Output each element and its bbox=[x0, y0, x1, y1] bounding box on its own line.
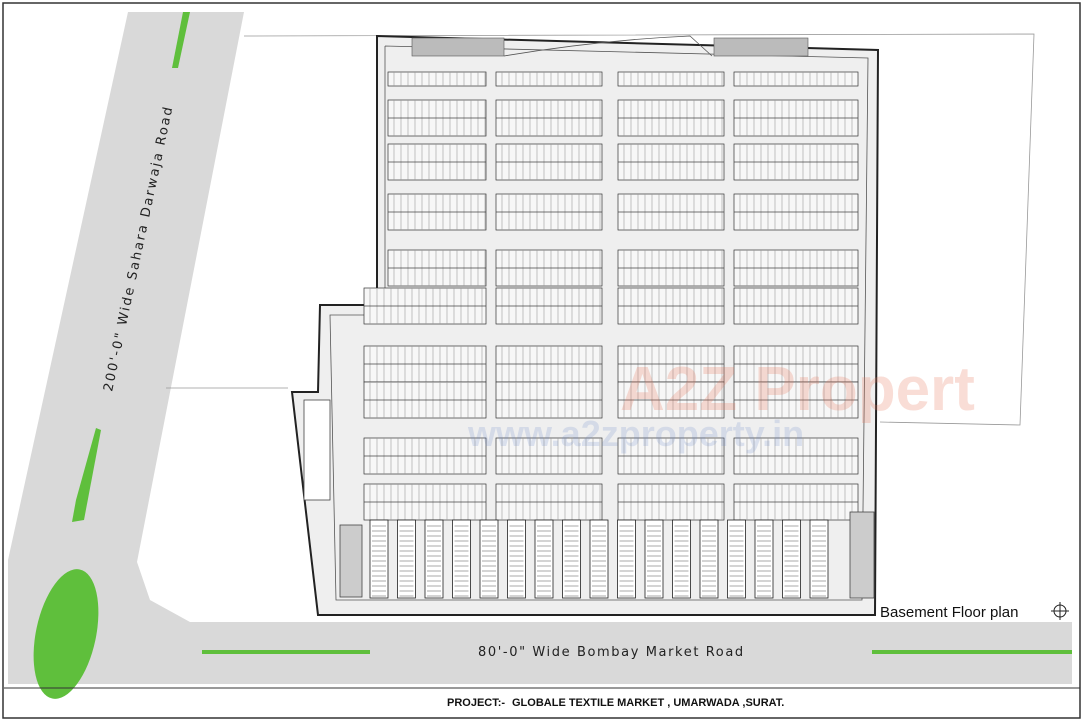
parking-bay bbox=[507, 519, 526, 599]
parking-bay bbox=[479, 519, 499, 599]
parking-bays bbox=[369, 519, 829, 599]
stall-block bbox=[495, 143, 603, 181]
stall-block bbox=[495, 345, 603, 383]
stall-block bbox=[617, 143, 725, 181]
stall-block bbox=[387, 99, 487, 137]
stall-block bbox=[495, 71, 603, 87]
stall-block bbox=[363, 483, 487, 521]
project-name: GLOBALE TEXTILE MARKET , UMARWADA ,SURAT… bbox=[512, 697, 784, 709]
project-prefix: PROJECT:- bbox=[447, 697, 505, 709]
stall-block bbox=[617, 193, 725, 231]
stall-block bbox=[733, 287, 859, 325]
road-median-left bbox=[202, 650, 370, 654]
road-median-right bbox=[872, 650, 1072, 654]
parking-bay bbox=[727, 519, 746, 599]
parking-bay bbox=[589, 519, 609, 599]
stall-block bbox=[387, 249, 487, 287]
stall-block bbox=[363, 345, 487, 383]
stall-block bbox=[733, 483, 859, 521]
stall-block bbox=[495, 287, 603, 325]
plan-title: Basement Floor plan bbox=[880, 604, 1018, 621]
stall-block bbox=[387, 143, 487, 181]
stall-block bbox=[617, 287, 725, 325]
site-boundary bbox=[243, 33, 1035, 426]
bottom-road-label: 80'-0" Wide Bombay Market Road bbox=[478, 645, 745, 660]
stall-block bbox=[733, 249, 859, 287]
stall-block bbox=[363, 381, 487, 419]
stall-block bbox=[617, 71, 725, 87]
top-ramp-right bbox=[713, 37, 809, 57]
stall-block bbox=[617, 483, 725, 521]
stall-block bbox=[495, 193, 603, 231]
stall-block bbox=[733, 437, 859, 475]
sahara-darwaja-road bbox=[8, 12, 1072, 684]
stall-block bbox=[733, 99, 859, 137]
road-median-top bbox=[172, 12, 190, 68]
parking-bay bbox=[397, 519, 416, 599]
stall-block bbox=[733, 143, 859, 181]
stall-block bbox=[495, 249, 603, 287]
parking-bay bbox=[699, 519, 719, 599]
parking-bay bbox=[754, 519, 774, 599]
stall-block bbox=[495, 483, 603, 521]
road-median-middle bbox=[72, 428, 101, 522]
parking-bay bbox=[534, 519, 554, 599]
stall-block bbox=[733, 71, 859, 87]
stall-block bbox=[387, 193, 487, 231]
parking-bay bbox=[452, 519, 471, 599]
green-island bbox=[33, 569, 99, 699]
stall-block bbox=[733, 193, 859, 231]
stall-block bbox=[617, 345, 725, 383]
stall-block bbox=[363, 287, 487, 325]
north-arrow-icon bbox=[1051, 602, 1069, 620]
stall-block bbox=[733, 381, 859, 419]
parking-bay bbox=[672, 519, 691, 599]
parking-bay bbox=[369, 519, 389, 599]
top-ramp-left bbox=[411, 37, 505, 57]
parking-bay bbox=[617, 519, 636, 599]
stall-block bbox=[617, 437, 725, 475]
parking-bay bbox=[809, 519, 829, 599]
parking-bay bbox=[562, 519, 581, 599]
watermark-brand: A2Z Propert bbox=[620, 355, 975, 424]
stall-block bbox=[617, 99, 725, 137]
parking-bay bbox=[424, 519, 444, 599]
stall-block bbox=[387, 71, 487, 87]
parking-bay bbox=[644, 519, 664, 599]
stall-block bbox=[363, 437, 487, 475]
watermark-site: www.a2zproperty.in bbox=[467, 413, 804, 454]
stall-block bbox=[495, 437, 603, 475]
parking-bay bbox=[782, 519, 801, 599]
left-staircase bbox=[303, 399, 875, 599]
stall-block bbox=[617, 249, 725, 287]
stall-blocks bbox=[363, 71, 859, 521]
top-entrance-arc bbox=[503, 35, 713, 57]
stall-block bbox=[495, 99, 603, 137]
stall-block bbox=[617, 381, 725, 419]
stall-block bbox=[495, 381, 603, 419]
